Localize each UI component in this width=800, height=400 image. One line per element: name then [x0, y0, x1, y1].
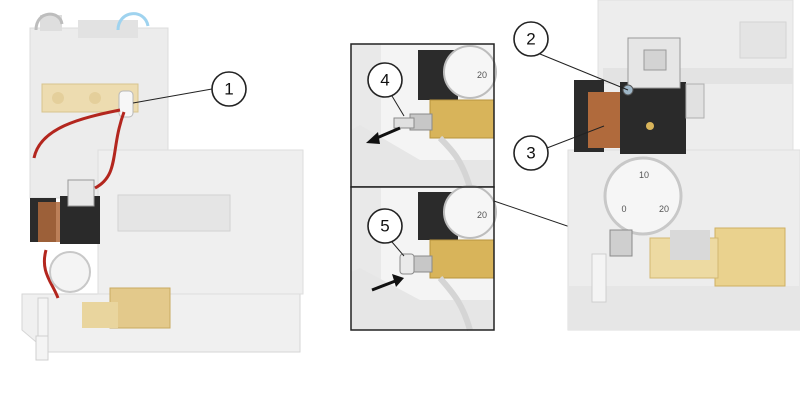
- drain-pipe: [37, 297, 49, 337]
- callout-leader: [539, 53, 629, 91]
- callout-circle: [367, 62, 403, 98]
- top-cable-grey: [34, 12, 64, 31]
- gauge-scale-max: 20: [477, 70, 487, 80]
- callout-number: 4: [380, 71, 389, 90]
- top-connector-left: [40, 15, 62, 31]
- panel-top-tube: [437, 135, 473, 189]
- callout-leader: [391, 241, 405, 257]
- zoom-pump-dark: [670, 230, 710, 260]
- panel-top-gauge: [443, 45, 497, 99]
- panel-top-brass-valve: [429, 99, 495, 139]
- callout-1: 1: [132, 71, 247, 107]
- gauge-scale-max: 20: [659, 204, 669, 214]
- zoom-pump-brass: [714, 227, 786, 287]
- panel-top-nozzle: [393, 117, 415, 129]
- top-bracket: [78, 20, 138, 38]
- red-tube-lower: [43, 249, 60, 299]
- top-cable-blue: [116, 12, 150, 31]
- zoom-side-fitting: [685, 83, 705, 119]
- detail-panel-top: 20: [351, 44, 497, 189]
- machine-overview: [21, 12, 304, 361]
- gauge-scale-min: 0: [621, 204, 626, 214]
- panel-bottom-tube: [437, 276, 473, 331]
- side-frame-slot: [117, 194, 231, 232]
- gauge-scale-max: 20: [477, 210, 487, 220]
- arrow-out-head: [366, 132, 380, 144]
- zoom-connector-box: [739, 21, 787, 59]
- zoom-coil-screw: [646, 122, 654, 130]
- callout-circle: [211, 71, 247, 107]
- callout-circle: [367, 208, 403, 244]
- pressure-gauge-small: [49, 251, 91, 293]
- panel-bottom-gauge: [443, 185, 497, 239]
- callout-number: 3: [526, 144, 535, 163]
- callout-2: 2: [513, 21, 629, 91]
- zoom-tray: [568, 286, 800, 330]
- zoom-valve-cap: [643, 49, 667, 71]
- zoomed-assembly: 10 0 20: [567, 0, 800, 331]
- zoom-pressure-gauge: [603, 156, 683, 236]
- zoom-fitting: [609, 229, 633, 257]
- callout-number: 5: [380, 217, 389, 236]
- callout-3: 3: [513, 125, 605, 171]
- drain-outlet: [35, 335, 49, 361]
- callout-5: 5: [367, 208, 405, 257]
- arrow-in-shaft: [371, 278, 399, 292]
- sensor-knob: [52, 92, 64, 104]
- red-tube-upper: [94, 111, 126, 190]
- callout-4: 4: [367, 62, 405, 117]
- callout-leader: [391, 95, 405, 117]
- valve-top-connector: [67, 179, 95, 207]
- pump-brass-outlet: [82, 302, 118, 328]
- panel-bottom-brass-valve: [429, 239, 495, 279]
- callout-circle: [513, 21, 549, 57]
- panel-bottom-plug: [399, 253, 415, 275]
- arrow-in-head: [392, 274, 404, 287]
- callout-leader: [546, 125, 605, 149]
- red-tube-left: [32, 108, 121, 159]
- gauge-scale-mid: 10: [639, 170, 649, 180]
- sensor-knob: [89, 92, 101, 104]
- tube-fitting-1: [118, 90, 134, 118]
- callout-circle: [513, 135, 549, 171]
- pump-brass: [109, 287, 171, 329]
- callout-leader: [132, 88, 213, 104]
- valve-copper: [38, 202, 60, 242]
- detail-panel-bottom: 20: [351, 185, 497, 331]
- callout-number: 1: [224, 80, 233, 99]
- callout-number: 2: [526, 30, 535, 49]
- panel-top-floor: [351, 125, 494, 187]
- zoom-drain-pipe: [591, 253, 607, 303]
- zoom-valve-copper: [588, 92, 622, 148]
- panel-bottom-frame: [350, 186, 495, 331]
